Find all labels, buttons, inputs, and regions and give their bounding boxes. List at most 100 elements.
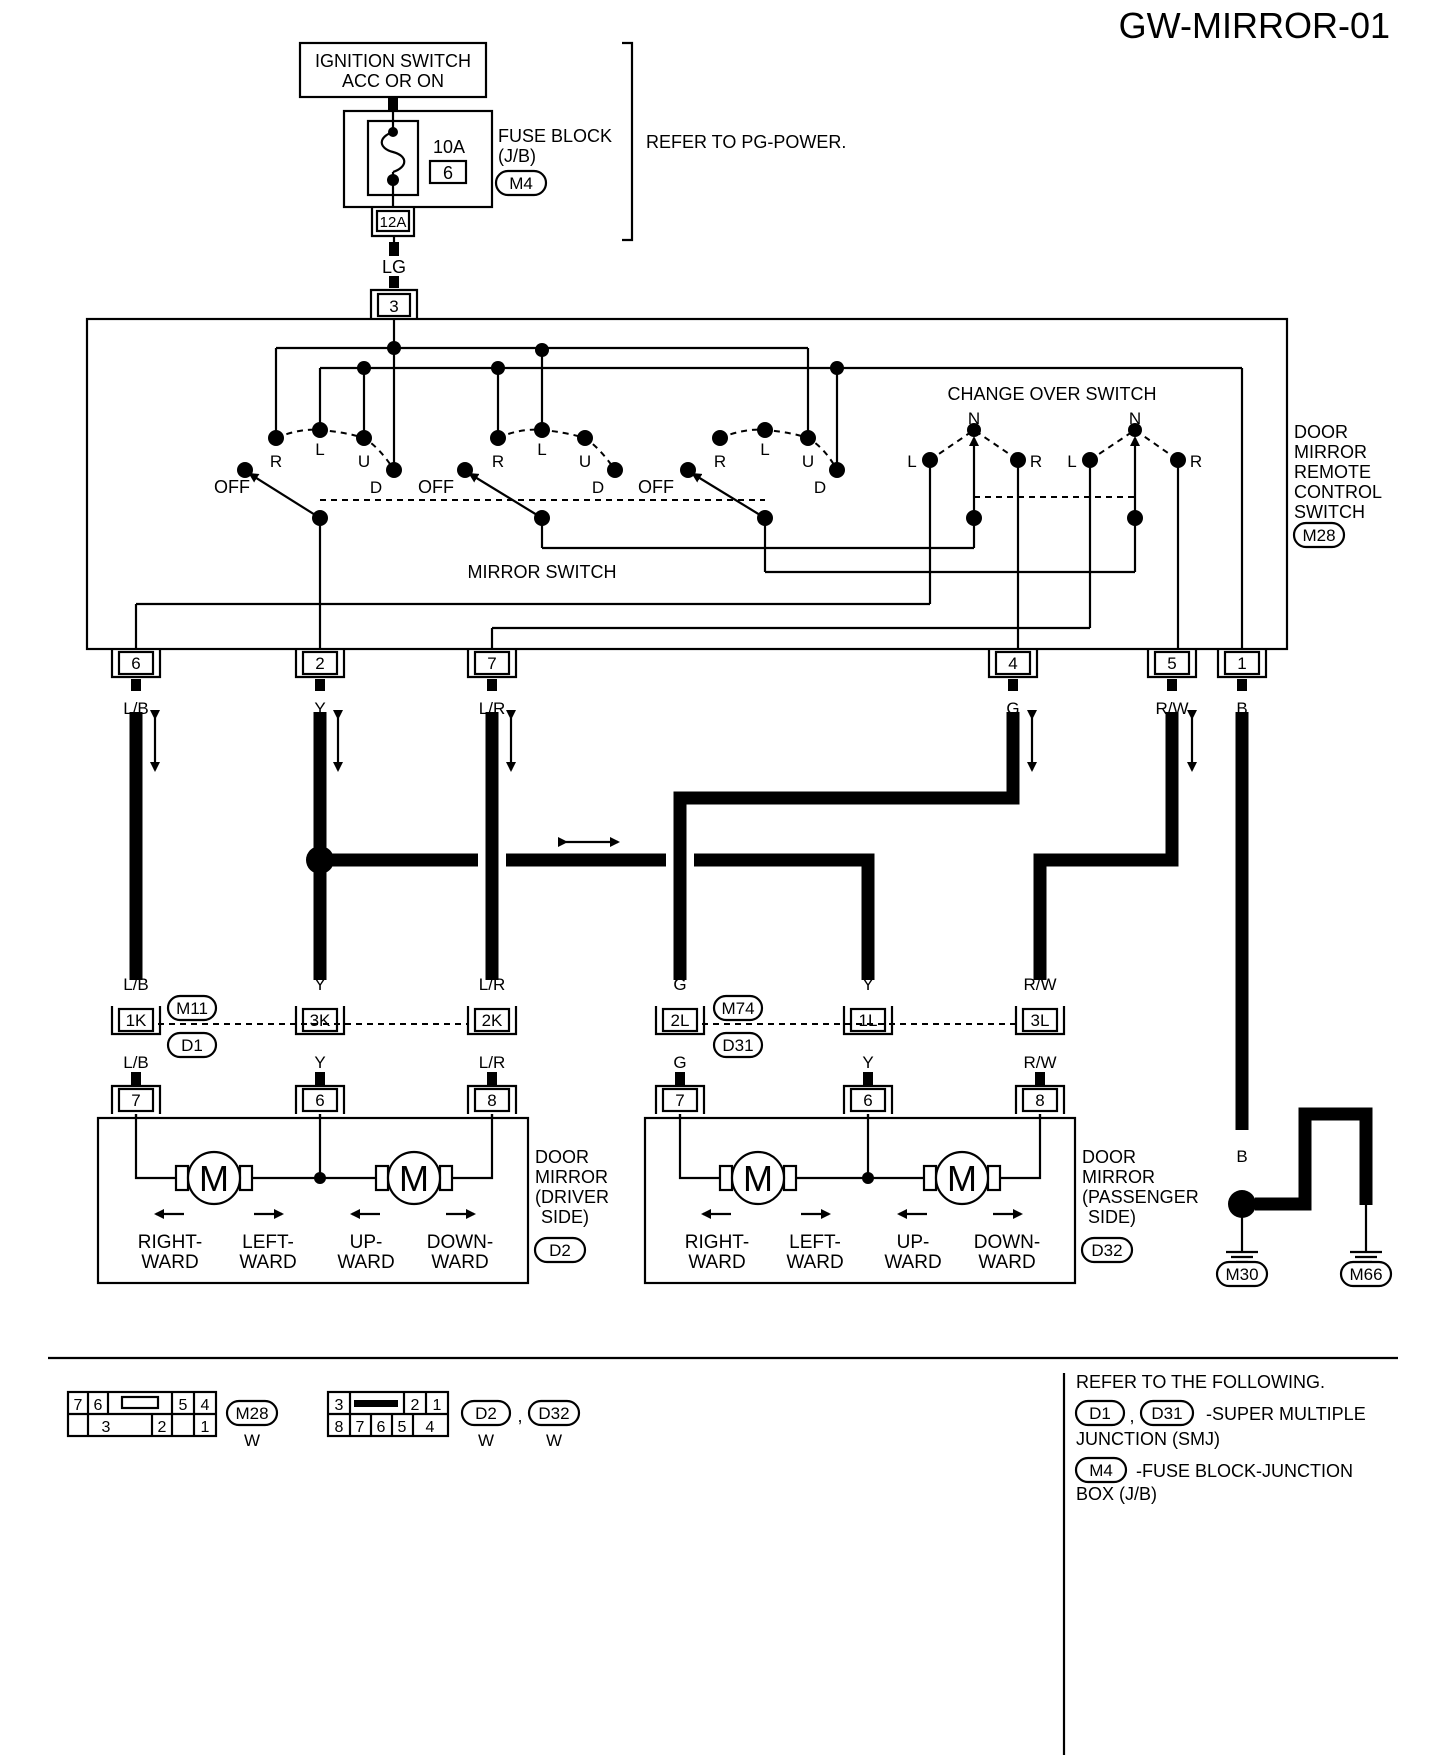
wire-color-label: Y	[314, 1053, 325, 1072]
fuse-amp: 10A	[433, 137, 465, 157]
harness-wires	[129, 712, 1249, 1130]
contact-labels: OFF R L U D OFF R L U D OFF R L U D L N …	[214, 409, 1202, 497]
direction-label: RIGHT-	[138, 1232, 202, 1253]
svg-text:6: 6	[131, 654, 140, 673]
terminal-stub	[131, 679, 141, 691]
terminal-stub	[863, 1072, 873, 1086]
wire-color-label: Y	[314, 699, 325, 718]
svg-text:3: 3	[102, 1419, 111, 1436]
change-over-switch-2	[1082, 423, 1186, 649]
svg-text:4: 4	[201, 1397, 210, 1414]
wire-color-label: R/W	[1155, 699, 1188, 718]
svg-text:N: N	[1129, 409, 1141, 428]
terminal-stub	[675, 1072, 685, 1086]
direction-label: RIGHT-	[685, 1232, 749, 1253]
driver-mirror-name: MIRROR	[535, 1167, 608, 1187]
passenger-mirror-pin-7: 7	[654, 1084, 706, 1114]
driver-mirror-name: SIDE)	[541, 1207, 589, 1227]
driver-mirror-name: DOOR	[535, 1147, 589, 1167]
wire-color-label: R/W	[1023, 1053, 1056, 1072]
driver-mirror-motor-2: M	[374, 1150, 454, 1206]
svg-text:D31: D31	[722, 1036, 753, 1055]
svg-text:3L: 3L	[1031, 1011, 1050, 1030]
svg-text:1L: 1L	[859, 1011, 878, 1030]
driver-mirror-name: (DRIVER	[535, 1187, 609, 1207]
svg-text:DOOR: DOOR	[1294, 422, 1348, 442]
svg-text:BOX (J/B): BOX (J/B)	[1076, 1484, 1157, 1504]
remote-switch-name: DOOR MIRROR REMOTE CONTROL SWITCH	[1294, 422, 1382, 522]
connector-tag-m4	[494, 169, 548, 197]
terminal-stub	[315, 1072, 325, 1086]
svg-text:5: 5	[1167, 654, 1176, 673]
svg-text:1: 1	[433, 1397, 442, 1414]
passenger-mirror-pin-8: 8	[1014, 1084, 1066, 1114]
svg-text:MIRROR: MIRROR	[1294, 442, 1367, 462]
svg-text:R: R	[1190, 452, 1202, 471]
mirror-switch-section-3	[680, 422, 1137, 574]
switch-terminal-6: 6	[110, 649, 162, 679]
terminal-stub	[1237, 679, 1247, 691]
svg-text:,: ,	[517, 1406, 522, 1426]
svg-text:D: D	[814, 478, 826, 497]
passenger-mirror-name: DOOR	[1082, 1147, 1136, 1167]
connector-tag-d2	[533, 1236, 587, 1264]
svg-text:8: 8	[1035, 1091, 1044, 1110]
svg-text:3K: 3K	[310, 1011, 331, 1030]
driver-mirror-pin-6: 6	[294, 1084, 346, 1114]
terminal-stub	[487, 679, 497, 691]
direction-label: WARD	[141, 1252, 198, 1273]
switch-terminal-1: 1	[1216, 649, 1268, 679]
terminal-3: 3	[369, 288, 419, 319]
wire-color-label: L/B	[123, 975, 149, 994]
direction-label: LEFT-	[789, 1232, 841, 1253]
svg-text:,: ,	[1129, 1406, 1134, 1426]
svg-text:REMOTE: REMOTE	[1294, 462, 1371, 482]
fuse-block-label-2: (J/B)	[498, 146, 536, 166]
svg-text:6: 6	[377, 1419, 386, 1436]
junction-pin-2L: 2L	[654, 1006, 706, 1036]
svg-text:M74: M74	[721, 999, 754, 1018]
svg-text:6: 6	[94, 1397, 103, 1414]
svg-text:R: R	[1030, 452, 1042, 471]
svg-text:W: W	[244, 1431, 260, 1450]
svg-text:3: 3	[389, 297, 398, 316]
mirror-switch-label: MIRROR SWITCH	[468, 562, 617, 582]
svg-text:2: 2	[315, 654, 324, 673]
svg-text:D1: D1	[1089, 1404, 1111, 1423]
connector-tag-d32	[1080, 1236, 1134, 1264]
svg-text:R: R	[270, 452, 282, 471]
svg-text:7: 7	[356, 1419, 365, 1436]
driver-mirror-pin-7: 7	[110, 1084, 162, 1114]
svg-text:7: 7	[74, 1397, 83, 1414]
switch-terminal-7: 7	[466, 649, 518, 679]
change-over-switch-label: CHANGE OVER SWITCH	[947, 384, 1156, 404]
connector-tag-m4-label: M4	[509, 174, 533, 193]
change-over-switch-1	[540, 423, 1026, 649]
svg-text:B: B	[1360, 1147, 1371, 1166]
svg-text:W: W	[478, 1431, 494, 1450]
terminal-stub	[487, 1072, 497, 1086]
svg-text:W: W	[546, 1431, 562, 1450]
switch-terminal-5: 5	[1146, 649, 1198, 679]
svg-text:M: M	[947, 1158, 977, 1199]
svg-text:M: M	[399, 1158, 429, 1199]
switch-internal-wiring	[274, 319, 1244, 649]
svg-text:M11: M11	[176, 999, 208, 1018]
direction-label: WARD	[884, 1252, 941, 1273]
svg-text:D: D	[592, 478, 604, 497]
svg-text:L: L	[760, 440, 769, 459]
svg-text:L: L	[1067, 452, 1076, 471]
svg-text:OFF: OFF	[418, 477, 454, 497]
ground-symbol-m66	[1350, 1250, 1382, 1264]
connector-face-d2-d32: 3 2 1 8 7 6 5 4 D2 , D32 W W	[326, 1390, 581, 1450]
terminal-stub	[1035, 1072, 1045, 1086]
svg-text:L: L	[537, 440, 546, 459]
passenger-mirror-motor-2: M	[922, 1150, 1002, 1206]
wire-color-lg: LG	[382, 257, 406, 277]
svg-text:D32: D32	[538, 1404, 569, 1423]
terminal-stub	[1167, 679, 1177, 691]
svg-text:M4: M4	[1089, 1461, 1113, 1480]
wire-color-label: Y	[314, 975, 325, 994]
